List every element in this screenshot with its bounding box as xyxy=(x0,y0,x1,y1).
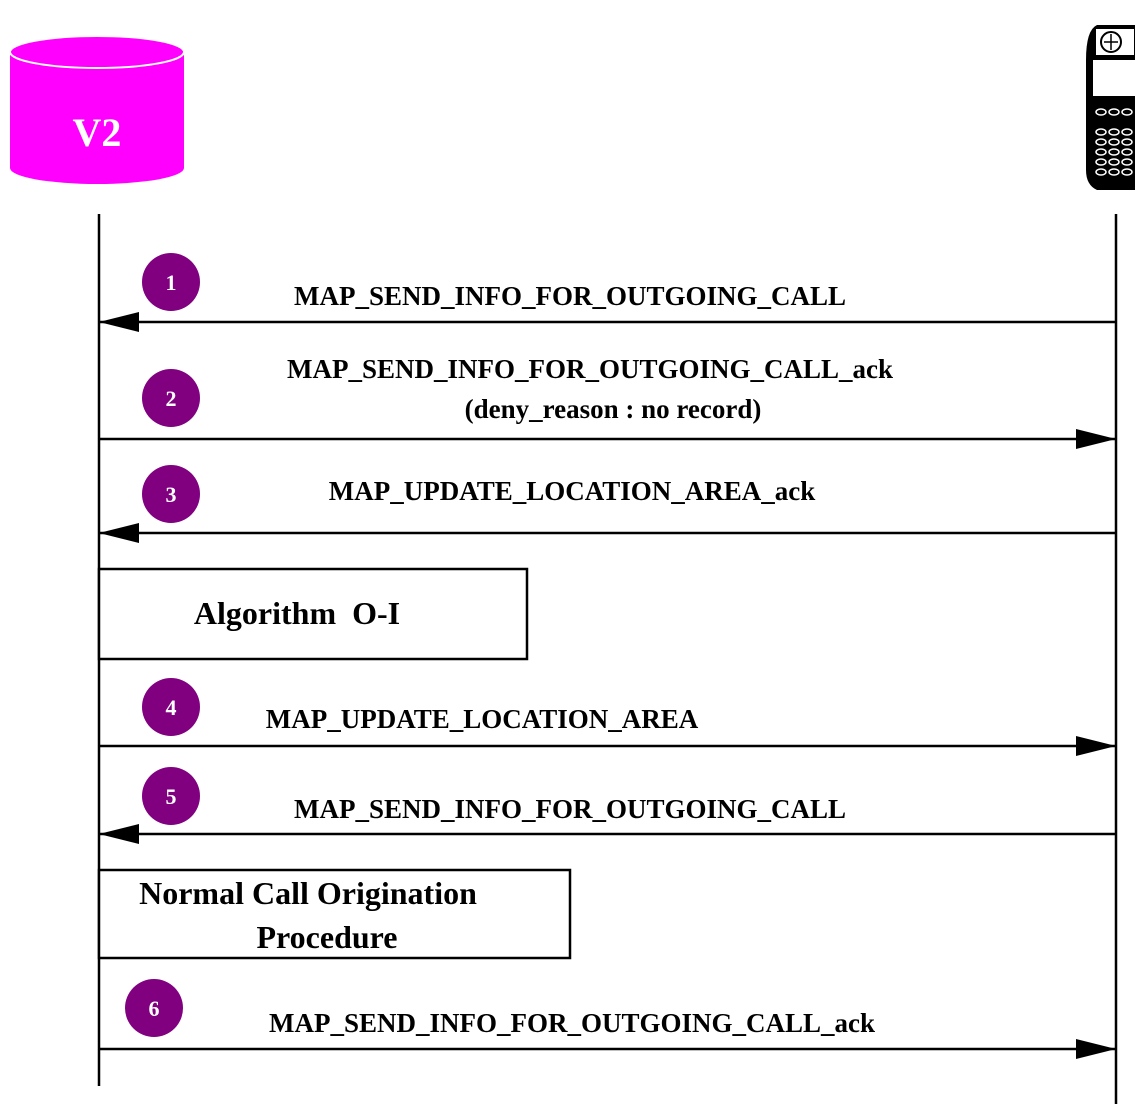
step-badge xyxy=(142,369,200,427)
message-label: MAP_SEND_INFO_FOR_OUTGOING_CALL_ack xyxy=(269,1008,875,1038)
message-sublabel: (deny_reason : no record) xyxy=(465,394,762,424)
message-3: 3 MAP_UPDATE_LOCATION_AREA_ack xyxy=(99,465,1116,543)
process-box-normal-call: Normal Call Origination Procedure xyxy=(97,868,572,960)
message-1: 1 MAP_SEND_INFO_FOR_OUTGOING_CALL xyxy=(99,253,1116,332)
message-4: 4 MAP_UPDATE_LOCATION_AREA xyxy=(99,678,1116,756)
process-box-label: Algorithm O-I xyxy=(194,595,400,631)
step-badge xyxy=(142,253,200,311)
step-badge xyxy=(142,465,200,523)
message-label: MAP_SEND_INFO_FOR_OUTGOING_CALL xyxy=(294,281,846,311)
step-number: 4 xyxy=(166,695,177,720)
step-number: 6 xyxy=(149,996,160,1021)
message-label: MAP_SEND_INFO_FOR_OUTGOING_CALL xyxy=(294,794,846,824)
process-box-algorithm: Algorithm O-I xyxy=(97,567,529,661)
message-label: MAP_UPDATE_LOCATION_AREA xyxy=(266,704,699,734)
step-badge xyxy=(142,767,200,825)
step-number: 2 xyxy=(166,386,177,411)
message-label: MAP_SEND_INFO_FOR_OUTGOING_CALL_ack xyxy=(287,354,893,384)
step-number: 3 xyxy=(166,482,177,507)
message-6: 6 MAP_SEND_INFO_FOR_OUTGOING_CALL_ack xyxy=(99,979,1116,1059)
message-label: MAP_UPDATE_LOCATION_AREA_ack xyxy=(329,476,816,506)
step-badge xyxy=(142,678,200,736)
message-5: 5 MAP_SEND_INFO_FOR_OUTGOING_CALL xyxy=(99,767,1116,844)
process-box-label: Normal Call Origination xyxy=(139,875,477,911)
database-v2-icon: V2 xyxy=(9,35,185,184)
message-2: 2 MAP_SEND_INFO_FOR_OUTGOING_CALL_ack (d… xyxy=(99,354,1116,449)
database-label: V2 xyxy=(73,110,122,155)
step-number: 5 xyxy=(166,784,177,809)
mobile-phone-icon xyxy=(1086,25,1135,190)
step-badge xyxy=(125,979,183,1037)
step-number: 1 xyxy=(166,270,177,295)
process-box-label-line2: Procedure xyxy=(257,919,398,955)
